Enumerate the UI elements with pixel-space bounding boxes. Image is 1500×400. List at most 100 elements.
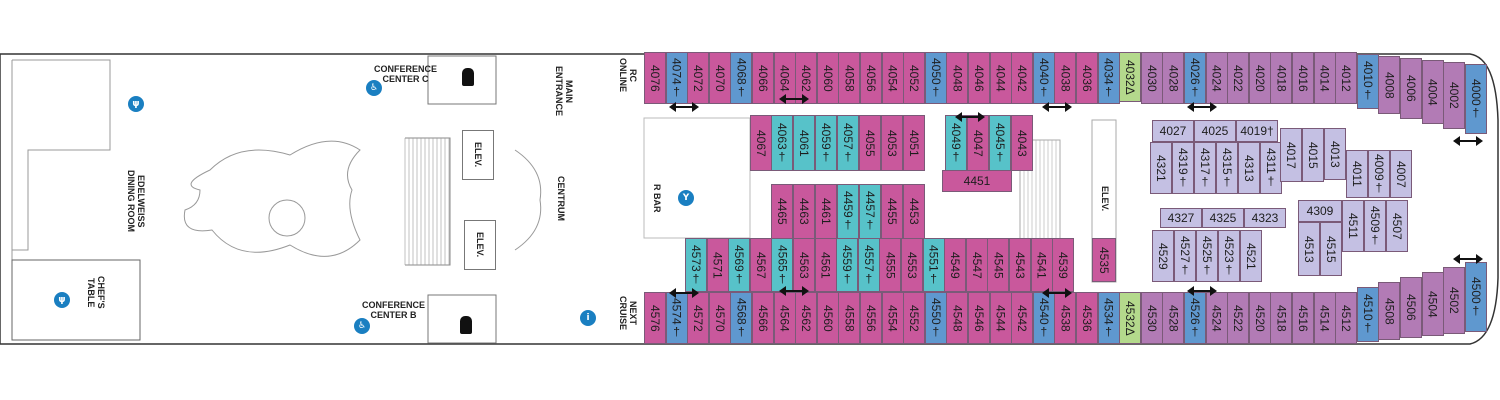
cabin-4024[interactable]: 4024 bbox=[1205, 52, 1228, 104]
cabin-4061[interactable]: 4061 bbox=[793, 115, 815, 171]
cabin-4554[interactable]: 4554 bbox=[881, 292, 904, 344]
cabin-4545[interactable]: 4545 bbox=[987, 238, 1010, 292]
cabin-4319[interactable]: 4319† bbox=[1172, 142, 1194, 194]
cabin-4557[interactable]: 4557† bbox=[857, 238, 880, 292]
cabin-4540[interactable]: 4540† bbox=[1032, 292, 1055, 344]
cabin-4459[interactable]: 4459† bbox=[837, 184, 859, 239]
cabin-4325[interactable]: 4325 bbox=[1202, 208, 1244, 228]
cabin-4451[interactable]: 4451 bbox=[942, 170, 1012, 192]
cabin-4067[interactable]: 4067 bbox=[750, 115, 772, 171]
cabin-4528[interactable]: 4528 bbox=[1162, 292, 1185, 344]
cabin-4539[interactable]: 4539 bbox=[1052, 238, 1075, 292]
cabin-4541[interactable]: 4541 bbox=[1030, 238, 1053, 292]
cabin-4008[interactable]: 4008 bbox=[1378, 56, 1401, 114]
cabin-4518[interactable]: 4518 bbox=[1270, 292, 1293, 344]
cabin-4565[interactable]: 4565† bbox=[771, 238, 794, 292]
cabin-4053[interactable]: 4053 bbox=[881, 115, 903, 171]
cabin-4526[interactable]: 4526† bbox=[1184, 292, 1206, 344]
cabin-4560[interactable]: 4560 bbox=[816, 292, 839, 344]
cabin-4550[interactable]: 4550† bbox=[924, 292, 947, 344]
cabin-4556[interactable]: 4556 bbox=[860, 292, 882, 344]
cabin-4543[interactable]: 4543 bbox=[1009, 238, 1031, 292]
cabin-4038[interactable]: 4038 bbox=[1054, 52, 1077, 104]
cabin-4058[interactable]: 4058 bbox=[838, 52, 861, 104]
cabin-4036[interactable]: 4036 bbox=[1076, 52, 1098, 104]
cabin-4511[interactable]: 4511 bbox=[1342, 200, 1364, 252]
cabin-4572[interactable]: 4572 bbox=[687, 292, 710, 344]
cabin-4549[interactable]: 4549 bbox=[944, 238, 967, 292]
cabin-4027[interactable]: 4027 bbox=[1152, 120, 1194, 142]
cabin-4004[interactable]: 4004 bbox=[1421, 60, 1444, 124]
cabin-4569[interactable]: 4569† bbox=[728, 238, 751, 292]
cabin-4536[interactable]: 4536 bbox=[1076, 292, 1098, 344]
cabin-4538[interactable]: 4538 bbox=[1054, 292, 1077, 344]
cabin-4465[interactable]: 4465 bbox=[771, 184, 793, 239]
cabin-4573[interactable]: 4573† bbox=[685, 238, 707, 292]
cabin-4506[interactable]: 4506 bbox=[1400, 277, 1422, 338]
cabin-4525[interactable]: 4525† bbox=[1196, 230, 1218, 282]
cabin-4044[interactable]: 4044 bbox=[989, 52, 1012, 104]
cabin-4022[interactable]: 4022 bbox=[1227, 52, 1250, 104]
cabin-4553[interactable]: 4553 bbox=[901, 238, 923, 292]
cabin-4059[interactable]: 4059† bbox=[815, 115, 837, 171]
cabin-4513[interactable]: 4513 bbox=[1298, 222, 1320, 276]
cabin-4014[interactable]: 4014 bbox=[1313, 52, 1336, 104]
cabin-4006[interactable]: 4006 bbox=[1400, 58, 1422, 119]
cabin-4050[interactable]: 4050† bbox=[924, 52, 947, 104]
cabin-4548[interactable]: 4548 bbox=[946, 292, 969, 344]
cabin-4025[interactable]: 4025 bbox=[1194, 120, 1236, 142]
cabin-4317[interactable]: 4317† bbox=[1194, 142, 1216, 194]
cabin-4547[interactable]: 4547 bbox=[965, 238, 988, 292]
cabin-4515[interactable]: 4515 bbox=[1320, 222, 1342, 276]
cabin-4321[interactable]: 4321 bbox=[1150, 142, 1172, 194]
cabin-4034[interactable]: 4034† bbox=[1097, 52, 1120, 104]
cabin-4313[interactable]: 4313 bbox=[1238, 142, 1260, 194]
cabin-4048[interactable]: 4048 bbox=[946, 52, 969, 104]
cabin-4516[interactable]: 4516 bbox=[1292, 292, 1314, 344]
cabin-4007[interactable]: 4007 bbox=[1390, 150, 1412, 198]
cabin-4455[interactable]: 4455 bbox=[881, 184, 903, 239]
cabin-4018[interactable]: 4018 bbox=[1270, 52, 1293, 104]
cabin-4030[interactable]: 4030 bbox=[1140, 52, 1163, 104]
cabin-4520[interactable]: 4520 bbox=[1248, 292, 1271, 344]
cabin-4009[interactable]: 4009† bbox=[1368, 150, 1390, 198]
cabin-4514[interactable]: 4514 bbox=[1313, 292, 1336, 344]
cabin-4532[interactable]: 4532Δ bbox=[1119, 292, 1142, 344]
cabin-4032[interactable]: 4032Δ bbox=[1119, 52, 1142, 102]
cabin-4049[interactable]: 4049† bbox=[945, 115, 967, 171]
cabin-4504[interactable]: 4504 bbox=[1421, 272, 1444, 336]
cabin-4066[interactable]: 4066 bbox=[752, 52, 774, 104]
cabin-4012[interactable]: 4012 bbox=[1335, 52, 1358, 104]
cabin-4013[interactable]: 4013 bbox=[1324, 128, 1346, 180]
cabin-4045[interactable]: 4045† bbox=[989, 115, 1011, 171]
cabin-4311[interactable]: 4311† bbox=[1260, 142, 1282, 194]
cabin-4019[interactable]: 4019† bbox=[1236, 120, 1278, 142]
cabin-4507[interactable]: 4507 bbox=[1386, 200, 1408, 252]
cabin-4521[interactable]: 4521 bbox=[1240, 230, 1262, 282]
cabin-4315[interactable]: 4315† bbox=[1216, 142, 1238, 194]
cabin-4000[interactable]: 4000† bbox=[1464, 64, 1487, 134]
cabin-4062[interactable]: 4062 bbox=[795, 52, 818, 104]
cabin-4015[interactable]: 4015 bbox=[1302, 128, 1324, 182]
cabin-4051[interactable]: 4051 bbox=[903, 115, 925, 171]
cabin-4576[interactable]: 4576 bbox=[644, 292, 666, 344]
cabin-4574[interactable]: 4574† bbox=[665, 292, 688, 344]
cabin-4046[interactable]: 4046 bbox=[968, 52, 990, 104]
cabin-4567[interactable]: 4567 bbox=[749, 238, 772, 292]
cabin-4555[interactable]: 4555 bbox=[879, 238, 902, 292]
cabin-4566[interactable]: 4566 bbox=[752, 292, 774, 344]
cabin-4327[interactable]: 4327 bbox=[1160, 208, 1202, 228]
cabin-4060[interactable]: 4060 bbox=[816, 52, 839, 104]
cabin-4558[interactable]: 4558 bbox=[838, 292, 861, 344]
cabin-4500[interactable]: 4500† bbox=[1464, 262, 1487, 332]
cabin-4527[interactable]: 4527† bbox=[1174, 230, 1196, 282]
cabin-4512[interactable]: 4512 bbox=[1335, 292, 1358, 344]
cabin-4054[interactable]: 4054 bbox=[881, 52, 904, 104]
cabin-4309[interactable]: 4309 bbox=[1298, 200, 1342, 222]
cabin-4562[interactable]: 4562 bbox=[795, 292, 818, 344]
cabin-4463[interactable]: 4463 bbox=[793, 184, 815, 239]
cabin-4457[interactable]: 4457† bbox=[859, 184, 881, 239]
cabin-4056[interactable]: 4056 bbox=[860, 52, 882, 104]
cabin-4063[interactable]: 4063† bbox=[771, 115, 793, 171]
cabin-4453[interactable]: 4453 bbox=[903, 184, 925, 239]
